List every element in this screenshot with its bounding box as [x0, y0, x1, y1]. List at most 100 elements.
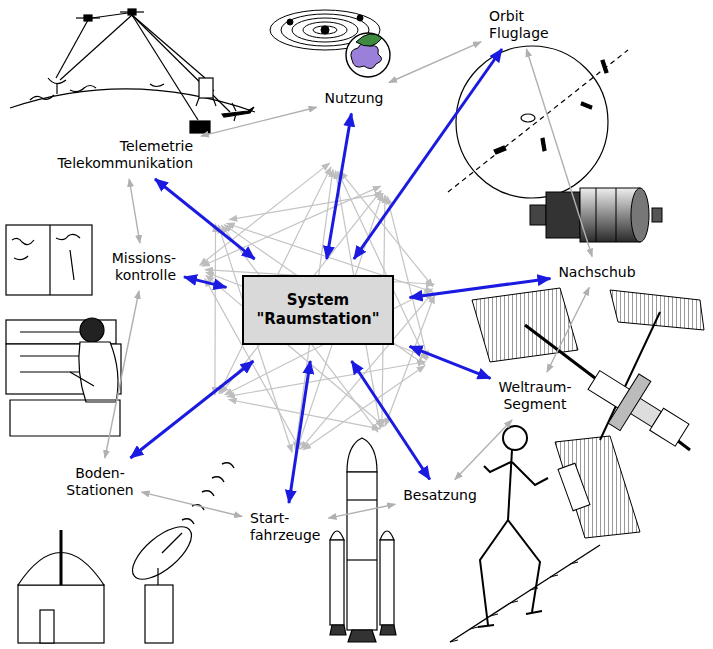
orbit-illustration-part — [581, 102, 592, 109]
crew-figure-part — [450, 545, 600, 642]
space-station-illustration-part — [608, 374, 651, 431]
supply-vehicle-illustration-part — [631, 188, 649, 242]
crosslink-line — [206, 272, 429, 357]
telemetry-illustration-part — [199, 78, 213, 98]
ground-station-illustration-part — [145, 585, 173, 643]
launch-vehicle-illustration-part — [347, 472, 377, 630]
interface-arrow — [289, 361, 310, 503]
element-name: Missions- kontrolle — [112, 250, 176, 284]
element-name: Telemetrie Telekommunikation — [57, 138, 193, 172]
ground-station-illustration-part — [18, 585, 104, 643]
space-station-illustration-part — [610, 290, 704, 330]
element-label: Orbit Fluglage — [487, 7, 551, 43]
utilisation-illustration — [270, 10, 390, 77]
element-label: Besatzung — [401, 486, 479, 505]
interface-arrow — [327, 114, 352, 260]
element-name: Nachschub — [558, 264, 635, 281]
utilisation-illustration-part — [321, 26, 329, 34]
element-name: Start- fahrzeuge — [250, 510, 320, 544]
utilisation-illustration-part — [287, 19, 293, 25]
mission-control-illustration-part — [80, 318, 104, 342]
crosslink-line — [214, 224, 216, 395]
launch-vehicle-illustration — [330, 438, 396, 642]
ground-station-illustration-part — [124, 518, 200, 589]
neighbour-arrow — [142, 492, 242, 516]
mission-control-illustration-part — [70, 250, 74, 280]
crew-figure-part — [503, 426, 527, 450]
telemetry-illustration-part — [132, 15, 230, 112]
telemetry-illustration-part — [190, 121, 210, 133]
system-box: System "Raumstation" — [242, 275, 393, 345]
element-name: Orbit Fluglage — [489, 8, 549, 42]
orbit-illustration-part — [541, 138, 546, 151]
neighbour-arrow — [129, 179, 140, 243]
neighbour-arrow — [389, 42, 481, 83]
element-name: Boden- Stationen — [66, 465, 133, 499]
crew-figure-part — [478, 611, 542, 627]
space-station-illustration — [472, 288, 704, 538]
telemetry-illustration-part — [60, 15, 132, 80]
crew-figure-part — [508, 520, 540, 612]
utilisation-illustration-part — [292, 18, 358, 42]
ground-station-illustration-part — [157, 568, 158, 585]
launch-vehicle-illustration-part — [380, 540, 394, 625]
ground-station-illustration — [18, 463, 234, 643]
crew-figure-part — [450, 562, 578, 642]
element-label: Weltraum- Segment — [497, 378, 574, 414]
element-label: Missions- kontrolle — [110, 249, 178, 285]
launch-vehicle-illustration-part — [347, 438, 377, 472]
ground-station-illustration-part — [202, 491, 214, 496]
telemetry-illustration-part — [56, 84, 57, 94]
mission-control-illustration-part — [12, 234, 80, 259]
system-title: System "Raumstation" — [256, 291, 379, 329]
orbit-illustration-part — [494, 146, 506, 154]
crew-figure-part — [480, 520, 508, 625]
neighbour-arrow — [329, 504, 396, 518]
crosslink-line — [224, 225, 425, 365]
neighbour-arrow — [526, 49, 592, 257]
utilisation-illustration-part — [303, 22, 347, 38]
launch-vehicle-illustration-part — [380, 531, 394, 540]
launch-vehicle-illustration-part — [330, 531, 344, 540]
element-name: Besatzung — [403, 487, 477, 504]
element-label: Telemetrie Telekommunikation — [55, 137, 195, 173]
mission-control-illustration-part — [79, 342, 118, 402]
space-station-illustration-part — [558, 463, 590, 511]
element-label: Start- fahrzeuge — [248, 509, 322, 545]
telemetry-illustration-part — [213, 98, 216, 106]
supply-vehicle-illustration-part — [546, 192, 580, 238]
neighbour-arrow — [105, 291, 139, 458]
ground-station-illustration-part — [222, 463, 234, 468]
telemetry-illustration-part — [92, 13, 128, 18]
element-name: Weltraum- Segment — [499, 379, 572, 413]
utilisation-illustration-part — [357, 15, 363, 21]
mission-control-illustration-part — [6, 225, 92, 295]
telemetry-illustration-part — [196, 98, 199, 106]
interface-arrow — [410, 346, 491, 378]
space-station-illustration-part — [555, 436, 640, 538]
crew-figure-part — [484, 462, 511, 472]
crosslink-line — [227, 362, 426, 397]
telemetry-illustration-part — [222, 103, 254, 121]
space-station-illustration-part — [579, 355, 698, 459]
mission-control-illustration — [6, 225, 121, 436]
orbit-illustration-part — [448, 50, 628, 192]
ground-station-illustration-part — [162, 533, 182, 553]
mission-control-illustration-part — [49, 225, 50, 295]
interface-arrow — [354, 49, 502, 259]
interface-arrow — [352, 361, 430, 480]
element-label: Nutzung — [323, 89, 386, 108]
mission-control-illustration-part — [10, 400, 120, 436]
telemetry-illustration-part — [48, 78, 66, 84]
crew-figure-part — [508, 450, 512, 520]
space-station-illustration-part — [650, 408, 689, 446]
ground-station-illustration-part — [182, 463, 234, 524]
ground-station-illustration-part — [40, 610, 54, 643]
supply-vehicle-illustration-part — [652, 208, 662, 222]
telemetry-illustration-part — [132, 15, 205, 78]
neighbour-arrow — [201, 107, 317, 136]
supply-vehicle-illustration-part — [616, 188, 617, 242]
ground-station-illustration-part — [182, 519, 194, 524]
launch-vehicle-illustration-part — [330, 625, 346, 635]
